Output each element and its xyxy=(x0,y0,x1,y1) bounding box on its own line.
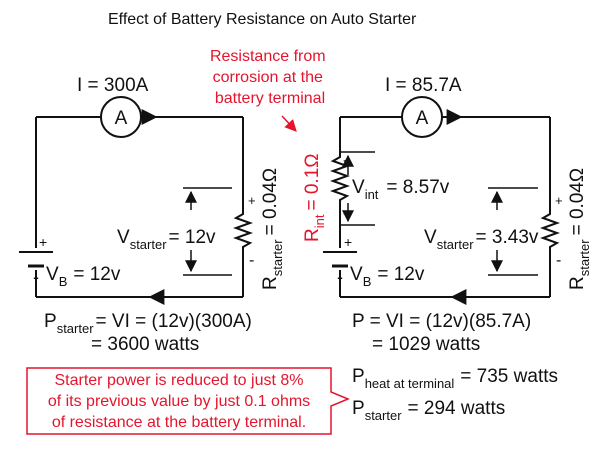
left-ammeter: A xyxy=(100,96,142,138)
callout-box xyxy=(26,367,350,435)
left-power-result: = 3600 watts xyxy=(91,334,199,355)
right-power-equation: P = VI = (12v)(85.7A) xyxy=(352,311,531,332)
right-battery xyxy=(323,251,357,268)
callout: Starter power is reduced to just 8% of i… xyxy=(26,368,332,434)
corrosion-pointer xyxy=(281,115,297,132)
pstarter-label: Pstarter= 294 watts xyxy=(352,398,505,423)
corrosion-note-line: Resistance from xyxy=(210,48,326,65)
left-vb-label: VB= 12v xyxy=(46,264,121,289)
left-vstarter-indicator xyxy=(183,187,232,276)
ammeter-label: A xyxy=(416,108,429,129)
left-resistor-plus: + xyxy=(248,193,256,208)
callout-text: Starter power is reduced to just 8% of i… xyxy=(47,371,311,431)
ammeter-label: A xyxy=(115,108,128,129)
internal-resistance-resistor xyxy=(330,152,350,207)
right-starter-resistor xyxy=(540,210,560,252)
left-vstarter-label: Vstarter= 12v xyxy=(117,227,216,252)
right-vstarter-indicator xyxy=(488,187,538,276)
right-rstarter-label: Rstarter= 0.04Ω xyxy=(567,168,592,290)
left-current-label: I = 300A xyxy=(77,75,149,96)
rint-plus: + xyxy=(343,206,351,221)
right-battery-plus: + xyxy=(344,234,352,250)
right-power-result: = 1029 watts xyxy=(372,334,480,355)
left-starter-resistor xyxy=(233,210,253,252)
pheat-label: Pheat at terminal= 735 watts xyxy=(352,366,558,391)
left-resistor-minus: - xyxy=(249,252,254,269)
vint-label: Vint= 8.57v xyxy=(352,177,450,202)
vint-indicator xyxy=(340,151,375,226)
corrosion-note: Resistance from corrosion at the battery… xyxy=(210,48,330,107)
left-battery-plus: + xyxy=(39,234,47,250)
left-circuit xyxy=(35,109,244,305)
right-ammeter: A xyxy=(401,96,443,138)
left-rstarter-label: Rstarter= 0.04Ω xyxy=(260,168,285,290)
right-circuit xyxy=(339,109,551,305)
right-vb-label: VB= 12v xyxy=(350,264,425,289)
left-power-equation: Pstarter= VI = (12v)(300A) xyxy=(44,311,252,336)
right-battery-minus: - xyxy=(337,267,343,287)
left-battery-minus: - xyxy=(33,267,39,287)
corrosion-note-line: corrosion at the xyxy=(213,69,323,86)
rint-label: Rint= 0.1Ω xyxy=(302,154,327,242)
left-battery xyxy=(19,251,53,268)
diagram-title: Effect of Battery Resistance on Auto Sta… xyxy=(108,11,417,28)
right-resistor-plus: + xyxy=(555,193,563,208)
right-vstarter-label: Vstarter= 3.43v xyxy=(424,227,539,252)
corrosion-note-line: battery terminal xyxy=(215,90,325,107)
right-resistor-minus: - xyxy=(556,252,561,269)
right-current-label: I = 85.7A xyxy=(385,75,462,96)
